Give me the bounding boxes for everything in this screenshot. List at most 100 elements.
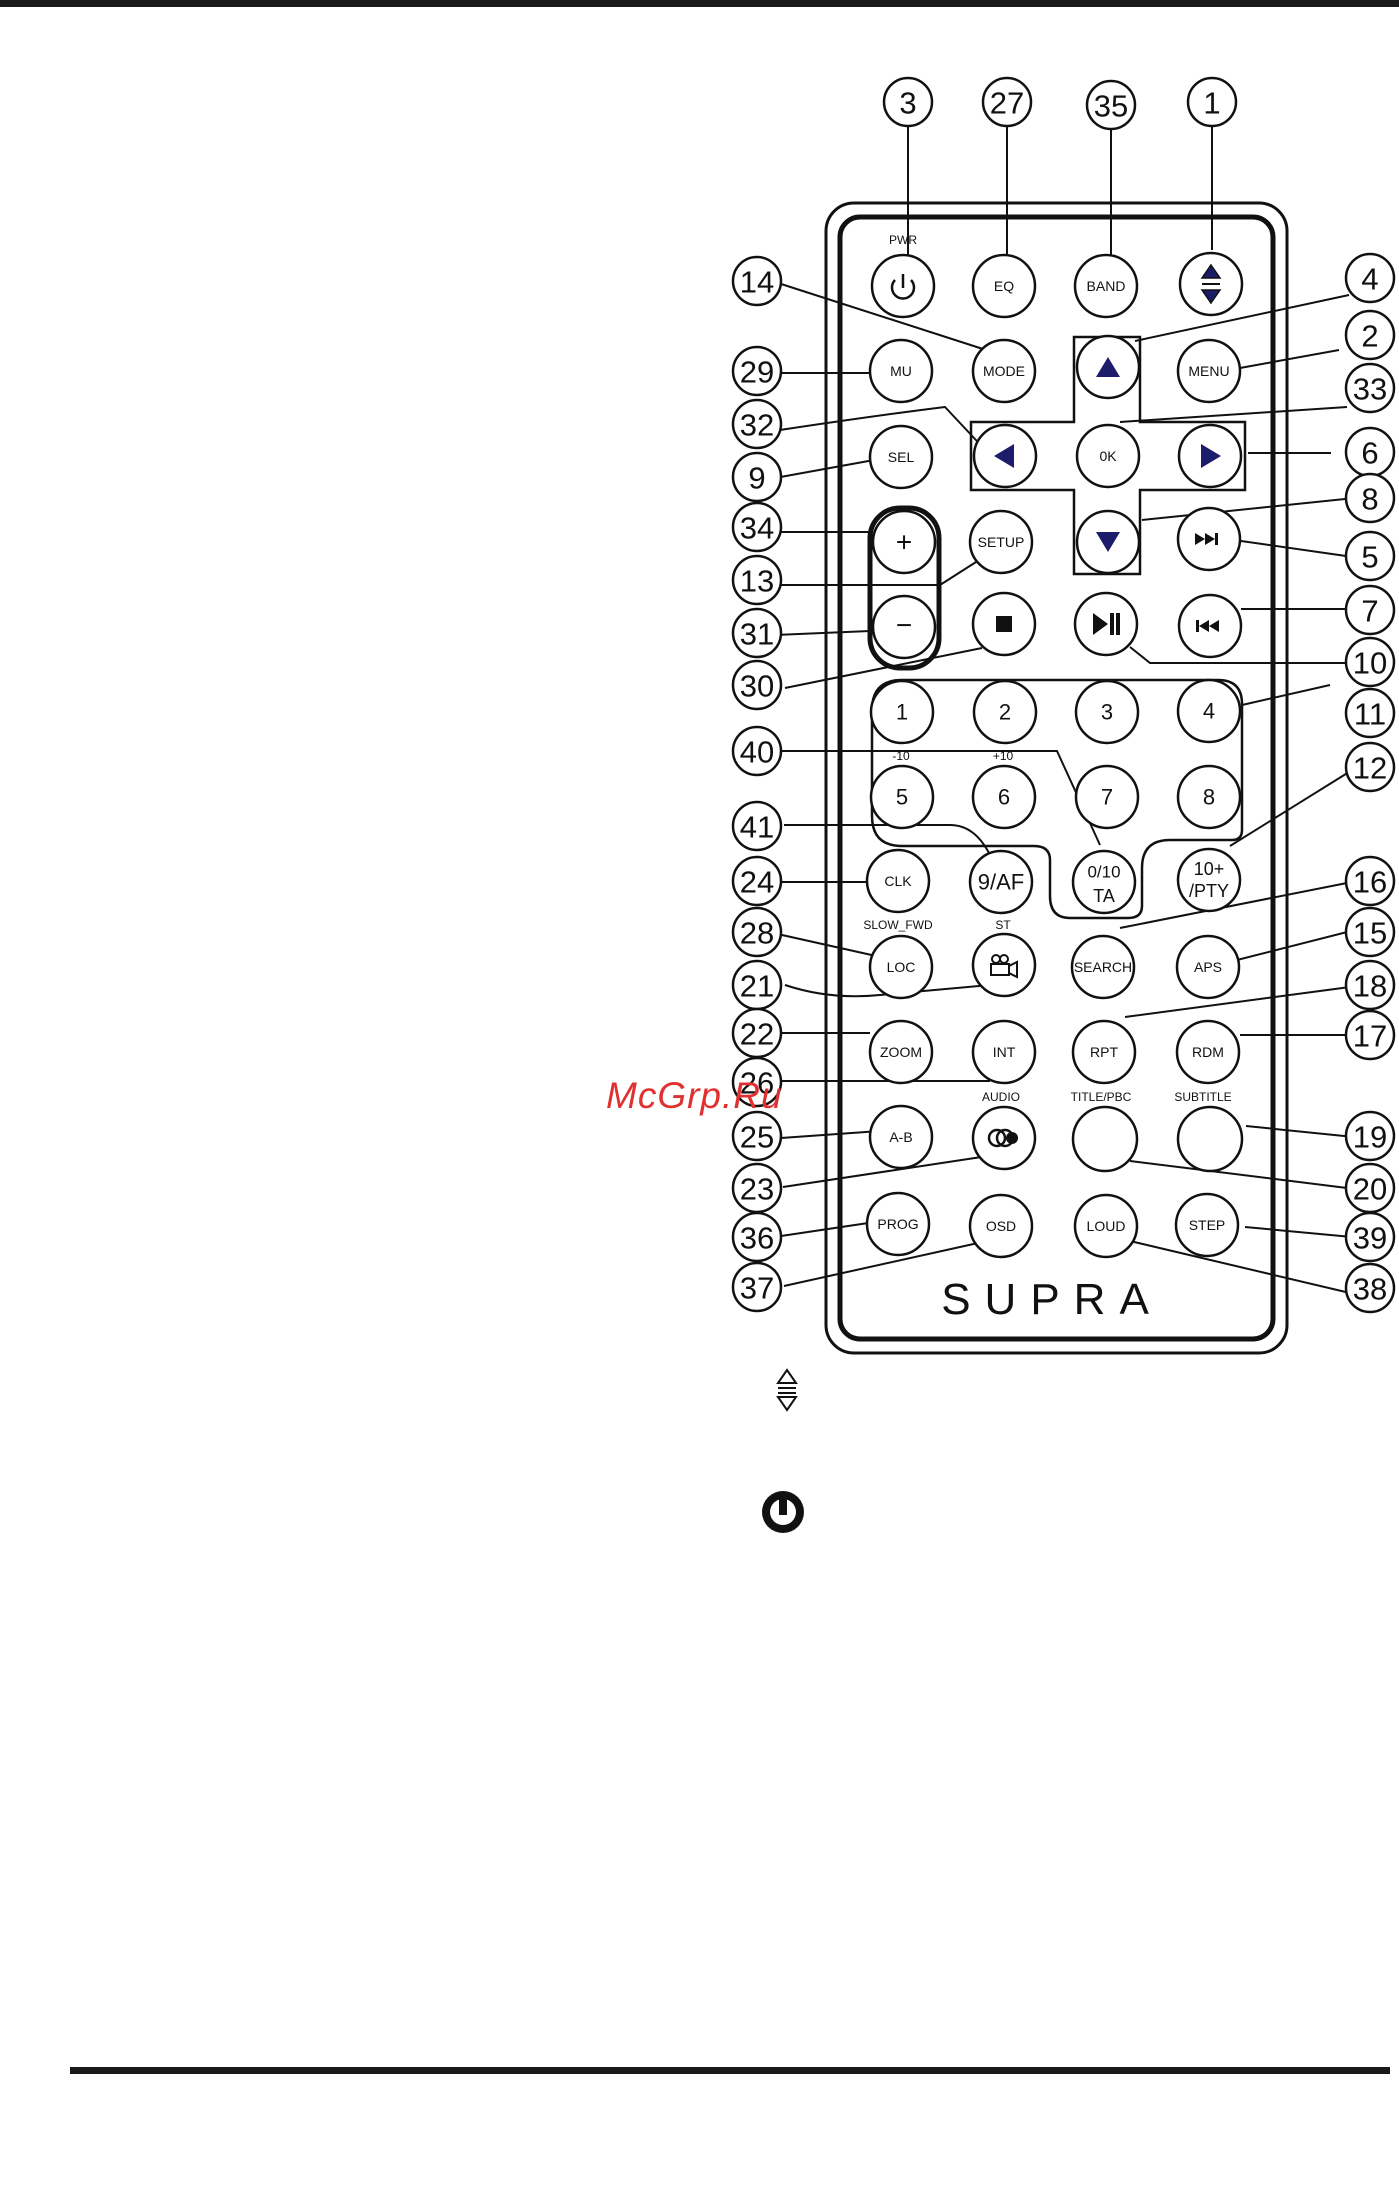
button-sel[interactable]: SEL (868, 424, 934, 490)
button-mu[interactable]: MU (868, 338, 934, 404)
button-prog[interactable]: PROG (865, 1191, 931, 1257)
button-ok[interactable]: 0K (1075, 423, 1141, 489)
button-5[interactable]: 5 (869, 764, 935, 830)
callout-number: 9 (748, 461, 765, 496)
button-setup[interactable]: SETUP (968, 509, 1034, 575)
button-4[interactable]: 4 (1176, 678, 1242, 744)
callout-number: 17 (1353, 1019, 1387, 1054)
callout-number: 38 (1353, 1272, 1387, 1307)
button-int[interactable]: INT (971, 1019, 1037, 1085)
button-volume-down[interactable]: − (871, 594, 937, 660)
num-1: 1 (896, 700, 908, 725)
button-7[interactable]: 7 (1074, 764, 1140, 830)
callout-31: 31 (731, 607, 783, 659)
button-menu[interactable]: MENU (1176, 338, 1242, 404)
button-volume-up[interactable]: + (871, 509, 937, 575)
button-10-pty[interactable]: 10+ /PTY (1176, 847, 1242, 913)
button-title-pbc[interactable] (1071, 1105, 1139, 1173)
button-0-ta[interactable]: 0/10 TA (1071, 849, 1137, 915)
button-6[interactable]: 6 (971, 764, 1037, 830)
callout-number: 7 (1361, 594, 1378, 629)
callout-number: 41 (740, 810, 774, 845)
button-left[interactable] (972, 423, 1038, 489)
eq-label: EQ (994, 278, 1014, 294)
button-next[interactable] (1176, 506, 1242, 572)
button-audio[interactable] (971, 1105, 1037, 1171)
callout-16: 16 (1344, 855, 1396, 907)
eject-up-icon (1200, 263, 1222, 279)
button-band[interactable]: BAND (1073, 253, 1139, 319)
button-stop[interactable] (971, 591, 1037, 657)
brand-logo: SUPRA (941, 1275, 1163, 1324)
callout-30: 30 (731, 659, 783, 711)
callout-number: 23 (740, 1172, 774, 1207)
button-clk[interactable]: CLK (865, 848, 931, 914)
arrow-down-icon (1096, 532, 1120, 552)
callout-number: 31 (740, 617, 774, 652)
callout-6: 6 (1344, 426, 1396, 478)
rpt-label: RPT (1090, 1044, 1118, 1060)
top-rule (0, 0, 1399, 7)
ab-label: A-B (889, 1129, 912, 1145)
button-step[interactable]: STEP (1174, 1192, 1240, 1258)
button-open-close[interactable] (1178, 251, 1244, 317)
button-ab[interactable]: A-B (868, 1104, 934, 1170)
button-right[interactable] (1177, 423, 1243, 489)
callout-1: 1 (1186, 76, 1238, 128)
button-subtitle[interactable] (1176, 1105, 1244, 1173)
callout-4: 4 (1344, 252, 1396, 304)
eject-legend-icon (776, 1368, 798, 1412)
callout-35: 35 (1085, 79, 1137, 131)
button-eq[interactable]: EQ (971, 253, 1037, 319)
arrow-right-icon (1201, 444, 1221, 468)
button-stereo[interactable] (971, 932, 1037, 998)
callout-13: 13 (731, 554, 783, 606)
pwr-label: PWR (889, 233, 917, 247)
button-aps[interactable]: APS (1175, 934, 1241, 1000)
callout-number: 24 (740, 865, 774, 900)
callout-14: 14 (731, 255, 783, 307)
callout-number: 34 (740, 511, 774, 546)
button-2[interactable]: 2 (972, 679, 1038, 745)
loud-label: LOUD (1087, 1218, 1126, 1234)
callout-39: 39 (1344, 1211, 1396, 1263)
audio-icon (987, 1128, 1007, 1148)
prog-label: PROG (877, 1216, 918, 1232)
callout-5: 5 (1344, 530, 1396, 582)
callout-8: 8 (1344, 472, 1396, 524)
button-loud[interactable]: LOUD (1073, 1193, 1139, 1259)
minus-label: − (896, 610, 912, 641)
callout-28: 28 (731, 906, 783, 958)
callout-number: 5 (1361, 540, 1378, 575)
pty-top-label: 10+ (1194, 859, 1225, 879)
callout-number: 32 (740, 408, 774, 443)
callout-22: 22 (731, 1007, 783, 1059)
button-3[interactable]: 3 (1074, 679, 1140, 745)
rdm-label: RDM (1192, 1044, 1224, 1060)
button-8[interactable]: 8 (1176, 764, 1242, 830)
button-osd[interactable]: OSD (968, 1193, 1034, 1259)
button-play-pause[interactable] (1073, 591, 1139, 657)
step-label: STEP (1189, 1217, 1226, 1233)
button-1[interactable]: 1 (869, 679, 935, 745)
button-search[interactable]: SEARCH (1070, 934, 1136, 1000)
button-up[interactable] (1075, 334, 1141, 400)
callout-number: 8 (1361, 482, 1378, 517)
callout-27: 27 (981, 76, 1033, 128)
button-zoom[interactable]: ZOOM (868, 1019, 934, 1085)
callout-number: 21 (740, 969, 774, 1004)
button-down[interactable] (1075, 509, 1141, 575)
callout-number: 2 (1361, 319, 1378, 354)
remote-outer-outline (824, 201, 1289, 1355)
button-rpt[interactable]: RPT (1071, 1019, 1137, 1085)
callout-number: 26 (740, 1066, 774, 1101)
int-label: INT (993, 1044, 1016, 1060)
button-9-af[interactable]: 9/AF (968, 849, 1034, 915)
button-prev[interactable] (1177, 593, 1243, 659)
callout-37: 37 (731, 1261, 783, 1313)
button-mode[interactable]: MODE (971, 338, 1037, 404)
button-power[interactable] (870, 253, 936, 319)
button-loc[interactable]: LOC (868, 934, 934, 1000)
button-rdm[interactable]: RDM (1175, 1019, 1241, 1085)
callout-40: 40 (731, 725, 783, 777)
